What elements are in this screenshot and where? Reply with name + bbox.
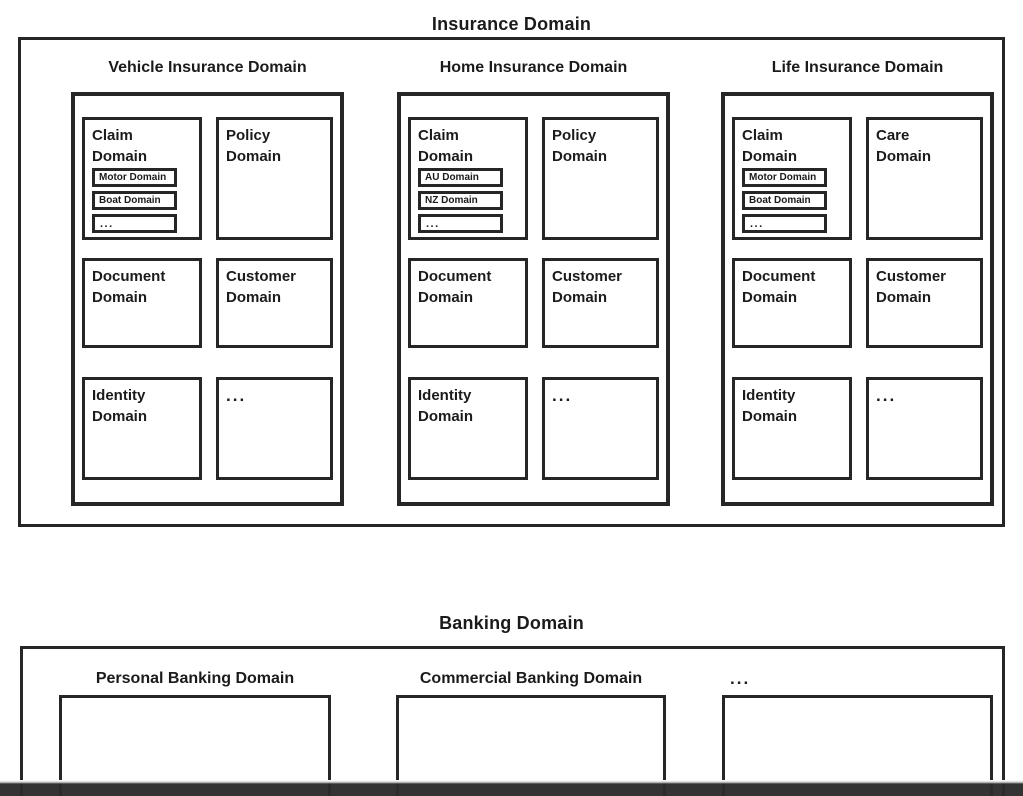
ellipsis-label: ... — [552, 386, 573, 405]
policy-domain-box: Policy Domain — [216, 117, 333, 240]
ellipsis-label: ... — [426, 217, 440, 230]
vehicle-insurance-title: Vehicle Insurance Domain — [108, 59, 307, 76]
document-domain-box: Document Domain — [408, 258, 528, 348]
more-domains-box: ... — [216, 377, 333, 480]
claim-domain-box: Claim Domain Motor Domain Boat Domain ..… — [732, 117, 852, 240]
home-insurance-box: Claim Domain AU Domain NZ Domain ... Pol… — [397, 92, 670, 506]
motor-domain-label: Motor Domain — [749, 171, 817, 183]
more-banking-box — [722, 695, 993, 796]
more-banking-label: ... — [730, 669, 751, 688]
claim-subdomain-stack: Motor Domain Boat Domain ... — [92, 168, 192, 237]
ellipsis-label: ... — [226, 386, 247, 405]
customer-domain-label: Customer Domain — [226, 268, 297, 306]
care-domain-label: Care Domain — [876, 127, 932, 165]
more-subdomains-box: ... — [742, 214, 827, 233]
policy-domain-label: Policy Domain — [226, 127, 282, 165]
customer-domain-label: Customer Domain — [552, 268, 623, 306]
claim-domain-box: Claim Domain Motor Domain Boat Domain ..… — [82, 117, 202, 240]
claim-domain-label: Claim Domain — [92, 127, 148, 165]
insurance-domain-title: Insurance Domain — [431, 14, 592, 34]
more-domains-box: ... — [542, 377, 659, 480]
document-domain-label: Document Domain — [418, 268, 492, 306]
customer-domain-box: Customer Domain — [866, 258, 983, 348]
boat-domain-label: Boat Domain — [749, 194, 811, 206]
personal-banking-box — [59, 695, 331, 796]
boat-domain-label: Boat Domain — [99, 194, 161, 206]
commercial-banking-box — [396, 695, 666, 796]
motor-domain-box: Motor Domain — [742, 168, 827, 187]
boat-domain-box: Boat Domain — [742, 191, 827, 210]
more-subdomains-box: ... — [418, 214, 503, 233]
commercial-banking-title: Commercial Banking Domain — [419, 670, 643, 687]
identity-domain-box: Identity Domain — [408, 377, 528, 480]
claim-domain-label: Claim Domain — [742, 127, 798, 165]
policy-domain-label: Policy Domain — [552, 127, 608, 165]
nz-domain-label: NZ Domain — [425, 194, 478, 206]
document-domain-box: Document Domain — [732, 258, 852, 348]
identity-domain-label: Identity Domain — [92, 387, 148, 425]
life-insurance-title: Life Insurance Domain — [771, 59, 944, 76]
bottom-window-edge — [0, 780, 1023, 796]
identity-domain-box: Identity Domain — [732, 377, 852, 480]
identity-domain-label: Identity Domain — [742, 387, 798, 425]
nz-domain-box: NZ Domain — [418, 191, 503, 210]
claim-domain-label: Claim Domain — [418, 127, 474, 165]
ellipsis-label: ... — [750, 217, 764, 230]
ellipsis-label: ... — [100, 217, 114, 230]
motor-domain-box: Motor Domain — [92, 168, 177, 187]
more-subdomains-box: ... — [92, 214, 177, 233]
claim-subdomain-stack: Motor Domain Boat Domain ... — [742, 168, 842, 237]
au-domain-label: AU Domain — [425, 171, 479, 183]
home-insurance-title: Home Insurance Domain — [439, 59, 628, 76]
care-domain-box: Care Domain — [866, 117, 983, 240]
claim-subdomain-stack: AU Domain NZ Domain ... — [418, 168, 518, 237]
vehicle-insurance-box: Claim Domain Motor Domain Boat Domain ..… — [71, 92, 344, 506]
life-insurance-box: Claim Domain Motor Domain Boat Domain ..… — [721, 92, 994, 506]
document-domain-label: Document Domain — [742, 268, 816, 306]
au-domain-box: AU Domain — [418, 168, 503, 187]
personal-banking-title: Personal Banking Domain — [95, 670, 295, 687]
document-domain-label: Document Domain — [92, 268, 166, 306]
customer-domain-label: Customer Domain — [876, 268, 947, 306]
banking-domain-title: Banking Domain — [439, 613, 584, 633]
identity-domain-box: Identity Domain — [82, 377, 202, 480]
motor-domain-label: Motor Domain — [99, 171, 167, 183]
more-domains-box: ... — [866, 377, 983, 480]
boat-domain-box: Boat Domain — [92, 191, 177, 210]
document-domain-box: Document Domain — [82, 258, 202, 348]
claim-domain-box: Claim Domain AU Domain NZ Domain ... — [408, 117, 528, 240]
ellipsis-label: ... — [876, 386, 897, 405]
customer-domain-box: Customer Domain — [216, 258, 333, 348]
identity-domain-label: Identity Domain — [418, 387, 474, 425]
policy-domain-box: Policy Domain — [542, 117, 659, 240]
customer-domain-box: Customer Domain — [542, 258, 659, 348]
